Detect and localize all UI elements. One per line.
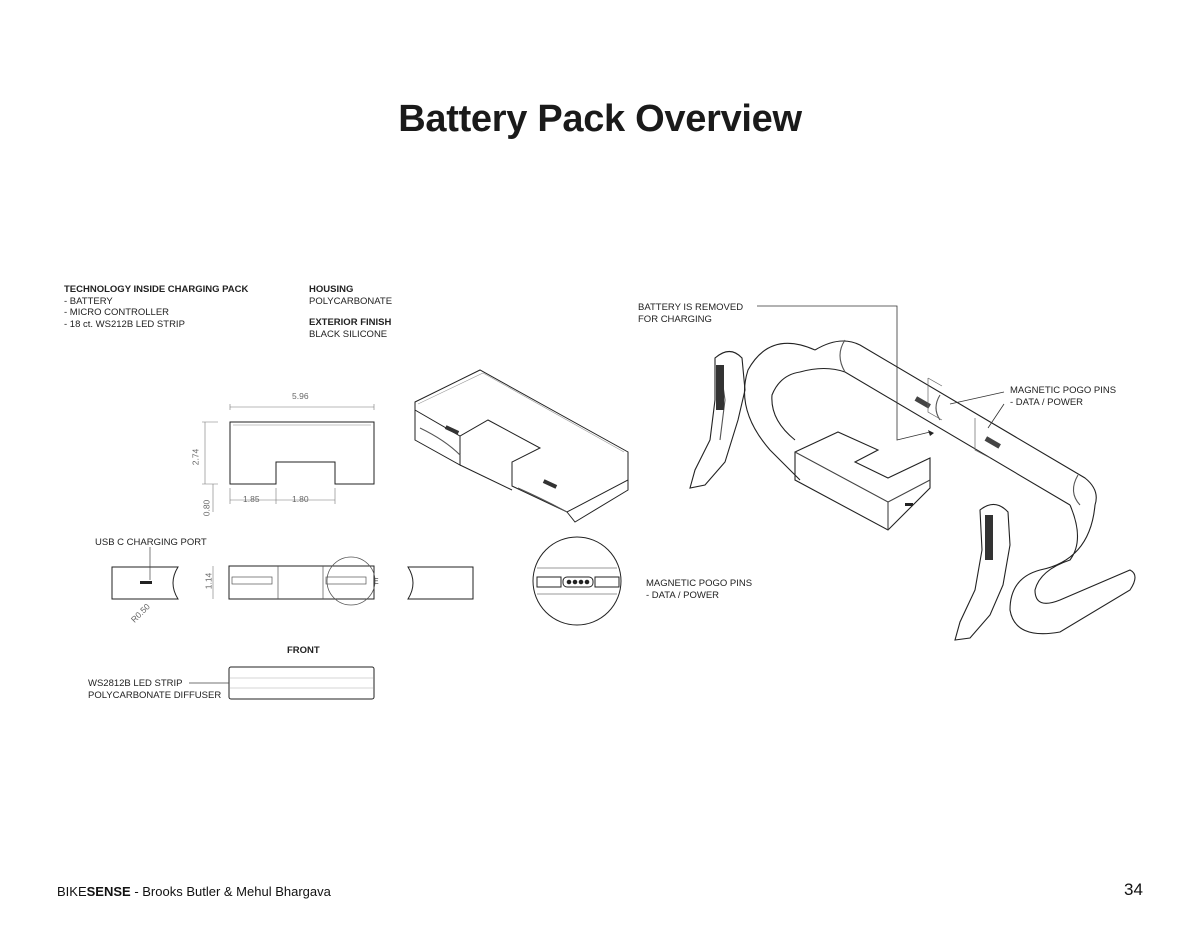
dim-width: 5.96: [292, 391, 309, 401]
front-label: FRONT: [287, 645, 320, 656]
footer-authors: - Brooks Butler & Mehul Bhargava: [130, 884, 331, 899]
tech-heading: TECHNOLOGY INSIDE CHARGING PACK: [64, 284, 249, 295]
pogo-bike-callout: MAGNETIC POGO PINS - DATA / POWER: [1010, 385, 1116, 408]
usb-port-mark: [140, 581, 152, 584]
finish-spec-block: EXTERIOR FINISH BLACK SILICONE: [309, 317, 391, 340]
tech-spec-block: TECHNOLOGY INSIDE CHARGING PACK - BATTER…: [64, 284, 248, 330]
isometric-pack-drawing: [414, 369, 629, 523]
pogo-detail-callout: MAGNETIC POGO PINS - DATA / POWER: [646, 578, 752, 601]
housing-value: POLYCARBONATE: [309, 295, 393, 307]
housing-heading: HOUSING: [309, 284, 354, 295]
pogo-detail-line2: - DATA / POWER: [646, 589, 720, 601]
tech-item-microcontroller: - MICRO CONTROLLER: [64, 307, 170, 318]
finish-heading: EXTERIOR FINISH: [309, 317, 392, 328]
pogo-detail-drawing: [532, 536, 622, 626]
pogo-detail-line1: MAGNETIC POGO PINS: [646, 578, 753, 589]
pogo-bike-line2: - DATA / POWER: [1010, 396, 1084, 408]
footer-brand-prefix: BIKE: [57, 884, 87, 899]
removed-line1: BATTERY IS REMOVED: [638, 302, 744, 313]
footer-credits: BIKESENSE - Brooks Butler & Mehul Bharga…: [57, 884, 331, 899]
tech-item-led-strip: - 18 ct. WS212B LED STRIP: [64, 318, 185, 330]
page-number: 34: [1124, 880, 1143, 899]
side-views-drawing: [111, 547, 474, 606]
led-callout-line2: POLYCARBONATE DIFFUSER: [88, 689, 222, 701]
footer-brand-bold: SENSE: [86, 884, 131, 899]
led-callout: WS2812B LED STRIP POLYCARBONATE DIFFUSER: [88, 678, 221, 701]
led-callout-line1: WS2812B LED STRIP: [88, 678, 183, 689]
dim-notch-width: 1.80: [292, 494, 309, 504]
usb-callout: USB C CHARGING PORT: [95, 537, 207, 548]
removed-callout: BATTERY IS REMOVED FOR CHARGING: [638, 302, 743, 325]
pogo-bike-line1: MAGNETIC POGO PINS: [1010, 385, 1117, 396]
housing-spec-block: HOUSING POLYCARBONATE: [309, 284, 392, 307]
removed-line2: FOR CHARGING: [638, 313, 712, 325]
finish-value: BLACK SILICONE: [309, 328, 388, 340]
tech-item-battery: - BATTERY: [64, 295, 113, 307]
leader-lines: [757, 305, 1005, 441]
front-view-drawing: [189, 666, 375, 700]
handlebar-drawing: [689, 339, 1136, 641]
detail-marker: E: [373, 576, 379, 586]
dim-notch-left: 1.85: [243, 494, 260, 504]
top-view-drawing: [202, 404, 375, 512]
page-title: Battery Pack Overview: [398, 98, 802, 140]
